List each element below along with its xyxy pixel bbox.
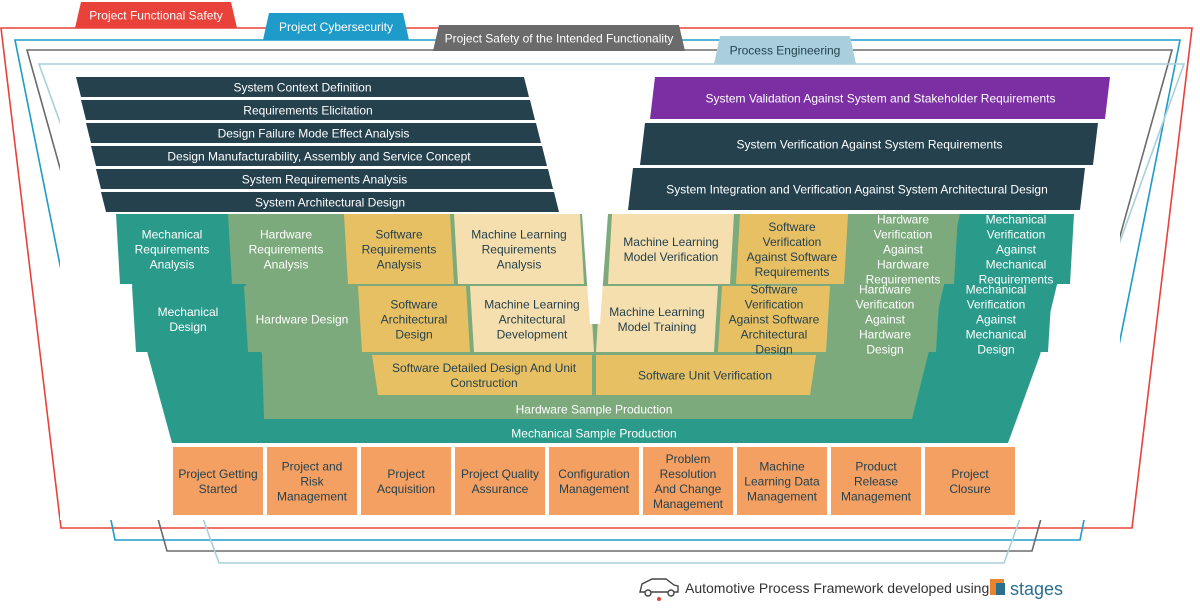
support-project-quality-assurance[interactable]	[455, 447, 545, 515]
cell-mechanical-requirements-analysis[interactable]	[116, 214, 228, 284]
v-notch	[582, 214, 608, 324]
car-icon	[639, 578, 679, 601]
cell-mechanical-verification-against-mechanical-requirements[interactable]	[958, 214, 1074, 284]
support-machine-learning-data-management[interactable]	[737, 447, 827, 515]
support-project-acquisition[interactable]	[361, 447, 451, 515]
stages-logo-icon	[990, 579, 1005, 595]
system-validation-against-system-and-stakeholder-requirements-label: System Validation Against System and Sta…	[706, 91, 1056, 105]
cell-mechanical-design[interactable]	[132, 286, 244, 352]
stages-brand: stages	[1010, 579, 1063, 599]
cell-hardware-requirements-analysis[interactable]	[228, 214, 344, 284]
hardware-sample-production-label: Hardware Sample Production	[516, 402, 673, 416]
support-project-getting-started[interactable]	[173, 447, 263, 515]
cell-software-verification-against-software-architectural-design[interactable]	[718, 286, 830, 352]
system-context-definition-label: System Context Definition	[233, 80, 371, 94]
tab-0-label: Project Functional Safety	[89, 8, 222, 22]
tab-project-functional-safety[interactable]	[75, 2, 237, 28]
bar-system-requirements-analysis[interactable]	[96, 169, 553, 189]
system-verification-against-system-requirements-label: System Verification Against System Requi…	[736, 137, 1002, 151]
system-requirements-analysis-label: System Requirements Analysis	[242, 172, 407, 186]
cell-software-verification-against-software-requirements[interactable]	[736, 214, 848, 284]
bar-system-integration-and-verification-against-system-architectural-design[interactable]	[628, 168, 1085, 210]
bar-system-verification-against-system-requirements[interactable]	[640, 123, 1098, 165]
bar-requirements-elicitation[interactable]	[81, 100, 535, 120]
cell-hardware-verification-against-hardware-design[interactable]	[830, 286, 940, 352]
software-unit-verification-label: Software Unit Verification	[638, 368, 772, 382]
support-project-and-risk-management[interactable]	[267, 447, 357, 515]
mechanical-sample-production-label: Mechanical Sample Production	[511, 426, 676, 440]
tab-process-engineering[interactable]	[714, 36, 856, 64]
cell-machine-learning-architectural-development[interactable]	[470, 286, 594, 352]
cell-machine-learning-model-training[interactable]	[596, 286, 718, 352]
design-failure-mode-effect-analysis-label: Design Failure Mode Effect Analysis	[218, 126, 410, 140]
cell-hardware-verification-against-hardware-requirements[interactable]	[848, 214, 958, 284]
hardware-design-label: Hardware Design	[256, 312, 349, 326]
tab-2-label: Project Safety of the Intended Functiona…	[445, 31, 674, 45]
cell-software-detailed-design-and-unit-construction[interactable]	[372, 355, 592, 395]
requirements-elicitation-label: Requirements Elicitation	[243, 103, 372, 117]
support-problem-resolution-and-change-management[interactable]	[643, 447, 733, 515]
support-configuration-management[interactable]	[549, 447, 639, 515]
system-architectural-design-label: System Architectural Design	[255, 195, 405, 209]
support-product-release-management[interactable]	[831, 447, 921, 515]
footer-text: Automotive Process Framework developed u…	[685, 580, 989, 596]
bar-system-validation-against-system-and-stakeholder-requirements[interactable]	[650, 77, 1110, 119]
cell-mechanical-verification-against-mechanical-design[interactable]	[940, 286, 1052, 352]
bar-design-failure-mode-effect-analysis[interactable]	[86, 123, 541, 143]
bar-design-manufacturability-assembly-and-service-concept[interactable]	[91, 146, 547, 166]
tab-3-label: Process Engineering	[730, 43, 841, 57]
project-functional-safety-frame	[0, 27, 1193, 529]
cell-software-unit-verification[interactable]	[596, 355, 816, 395]
bar-system-architectural-design[interactable]	[101, 192, 559, 212]
tab-project-safety-of-the-intended-functionality[interactable]	[433, 25, 685, 51]
system-integration-and-verification-against-system-architectural-design-label: System Integration and Verification Agai…	[666, 182, 1048, 196]
cell-software-architectural-design[interactable]	[358, 286, 470, 352]
tab-1-label: Project Cybersecurity	[279, 20, 393, 34]
cell-machine-learning-requirements-analysis[interactable]	[454, 214, 584, 284]
support-project-closure[interactable]	[925, 447, 1015, 515]
cell-hardware-design[interactable]	[244, 286, 360, 352]
tab-project-cybersecurity[interactable]	[263, 13, 409, 40]
cell-machine-learning-model-verification[interactable]	[608, 214, 734, 284]
design-manufacturability-assembly-and-service-concept-label: Design Manufacturability, Assembly and S…	[167, 149, 471, 163]
cell-software-requirements-analysis[interactable]	[344, 214, 454, 284]
bar-system-context-definition[interactable]	[76, 77, 529, 97]
